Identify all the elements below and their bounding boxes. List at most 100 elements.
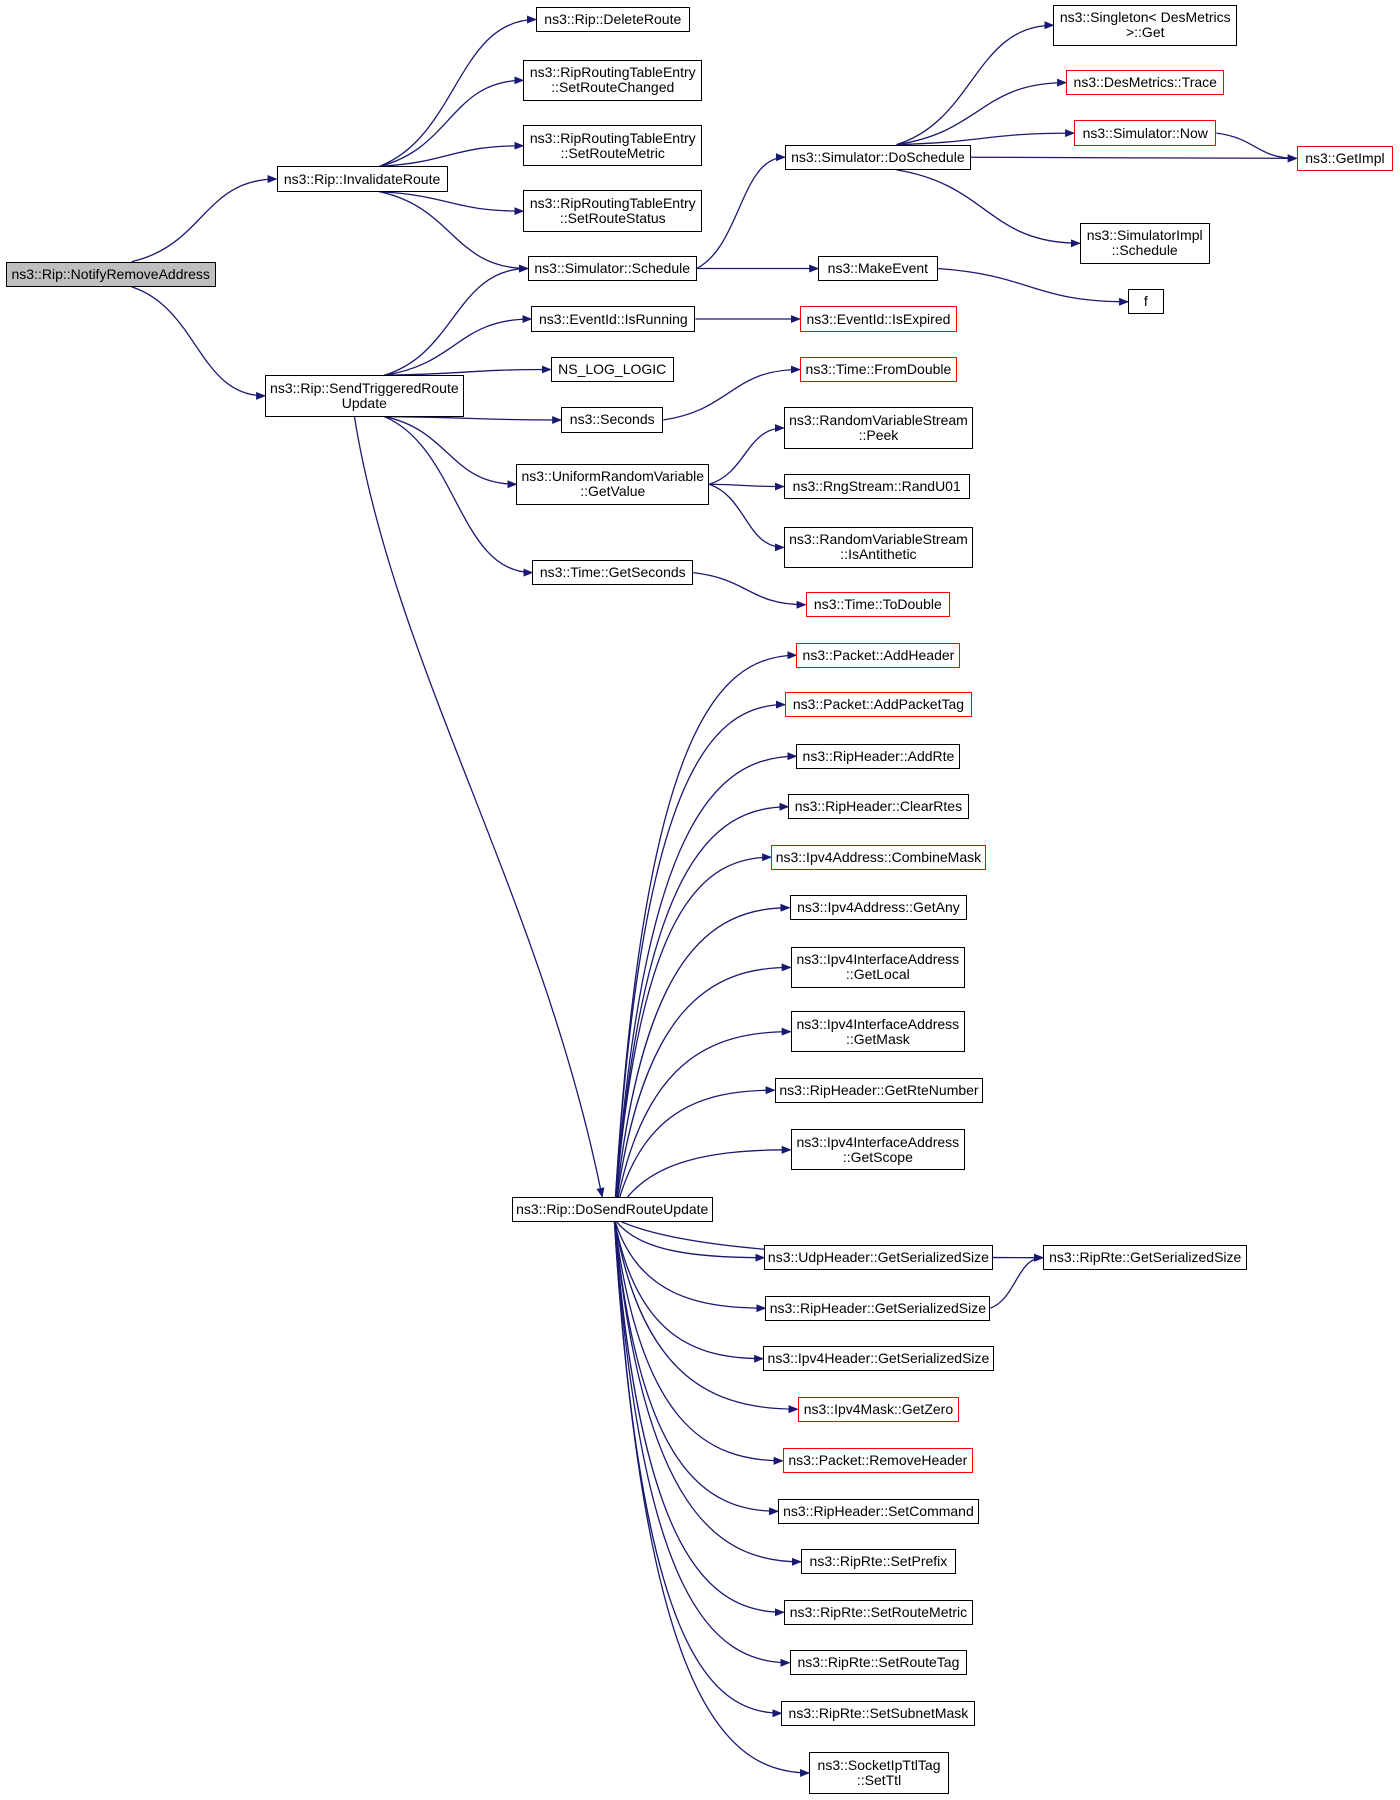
node-setroutetag[interactable]: ns3::RipRte::SetRouteTag xyxy=(789,1650,968,1676)
node-label: ns3::Ipv4InterfaceAddress xyxy=(796,951,960,968)
node-clearrtes[interactable]: ns3::RipHeader::ClearRtes xyxy=(788,794,969,820)
node-setcommand[interactable]: ns3::RipHeader::SetCommand xyxy=(778,1498,979,1524)
node-addpackettag[interactable]: ns3::Packet::AddPacketTag xyxy=(784,691,972,718)
edge-doschedule-to-simimpl xyxy=(896,169,1081,248)
node-seconds[interactable]: ns3::Seconds xyxy=(561,407,664,433)
node-fromdouble[interactable]: ns3::Time::FromDouble xyxy=(799,356,958,383)
node-label: ns3::RipRoutingTableEntry xyxy=(529,129,696,146)
node-setstatus[interactable]: ns3::RipRoutingTableEntry::SetRouteStatu… xyxy=(523,190,703,232)
node-schedule[interactable]: ns3::Simulator::Schedule xyxy=(527,255,697,282)
node-label: ::SetRouteChanged xyxy=(551,79,675,96)
node-udpsize[interactable]: ns3::UdpHeader::GetSerializedSize xyxy=(764,1245,993,1271)
node-label: ::GetMask xyxy=(845,1030,910,1047)
edge-getseconds-to-todouble xyxy=(693,571,807,609)
node-now[interactable]: ns3::Simulator::Now xyxy=(1074,120,1217,146)
node-label: ns3::SimulatorImpl xyxy=(1086,227,1203,244)
node-setroutemetric[interactable]: ns3::RipRte::SetRouteMetric xyxy=(783,1599,974,1625)
node-label: ns3::MakeEvent xyxy=(827,260,929,276)
node-riphdrsize[interactable]: ns3::RipHeader::GetSerializedSize xyxy=(765,1295,991,1321)
node-ripsersize[interactable]: ns3::RipRte::GetSerializedSize xyxy=(1043,1245,1248,1271)
node-getmask[interactable]: ns3::Ipv4InterfaceAddress::GetMask xyxy=(790,1010,966,1053)
edge-dosend-to-setroutemetric xyxy=(613,1218,785,1617)
node-label: ::SetRouteMetric xyxy=(560,144,665,161)
node-dosend[interactable]: ns3::Rip::DoSendRouteUpdate xyxy=(511,1196,713,1223)
node-setsubnetmask[interactable]: ns3::RipRte::SetSubnetMask xyxy=(781,1700,976,1726)
node-getimpl[interactable]: ns3::GetImpl xyxy=(1296,145,1394,171)
node-label: ns3::Time::ToDouble xyxy=(813,596,942,613)
node-setprefix[interactable]: ns3::RipRte::SetPrefix xyxy=(800,1549,956,1575)
node-setchanged[interactable]: ns3::RipRoutingTableEntry::SetRouteChang… xyxy=(523,59,703,101)
node-label: ns3::DesMetrics::Trace xyxy=(1073,74,1217,91)
edge-sendtrig-to-seconds xyxy=(384,415,563,424)
node-getany[interactable]: ns3::Ipv4Address::GetAny xyxy=(789,895,968,921)
node-getscope[interactable]: ns3::Ipv4InterfaceAddress::GetScope xyxy=(790,1129,966,1171)
node-label: ns3::RipHeader::ClearRtes xyxy=(794,798,963,815)
node-getlocal[interactable]: ns3::Ipv4InterfaceAddress::GetLocal xyxy=(790,946,966,989)
edge-dosend-to-getrtenumber xyxy=(613,1086,776,1219)
node-label: ns3::Time::FromDouble xyxy=(805,360,952,377)
node-label: ns3::Rip::SendTriggeredRoute xyxy=(270,379,459,396)
node-todouble[interactable]: ns3::Time::ToDouble xyxy=(805,592,951,618)
node-getseconds[interactable]: ns3::Time::GetSeconds xyxy=(532,560,694,586)
edge-invalidate-to-setchanged xyxy=(378,76,525,168)
node-randu01[interactable]: ns3::RngStream::RandU01 xyxy=(783,473,970,500)
node-label: ns3::Ipv4Header::GetSerializedSize xyxy=(767,1350,990,1367)
node-setttl[interactable]: ns3::SocketIpTtlTag::SetTtl xyxy=(809,1752,950,1794)
node-label: ns3::RipRte::SetSubnetMask xyxy=(788,1704,969,1721)
edge-seconds-to-fromdouble xyxy=(663,365,801,421)
node-addheader[interactable]: ns3::Packet::AddHeader xyxy=(796,642,961,668)
edge-sendtrig-to-dosend xyxy=(353,416,605,1198)
node-makeevent[interactable]: ns3::MakeEvent xyxy=(818,255,938,282)
node-ipv4hdrsize[interactable]: ns3::Ipv4Header::GetSerializedSize xyxy=(763,1346,994,1372)
node-removeheader[interactable]: ns3::Packet::RemoveHeader xyxy=(782,1448,974,1474)
node-isrunning[interactable]: ns3::EventId::IsRunning xyxy=(531,306,696,332)
node-label: ns3::Singleton< DesMetrics xyxy=(1059,9,1231,26)
node-isantithetic[interactable]: ns3::RandomVariableStream::IsAntithetic xyxy=(783,526,974,569)
edge-dosend-to-setprefix xyxy=(613,1218,802,1566)
edge-dosend-to-combinemask xyxy=(613,853,773,1219)
node-invalidate[interactable]: ns3::Rip::InvalidateRoute xyxy=(276,166,448,192)
node-label: ns3::Rip::InvalidateRoute xyxy=(283,170,441,187)
node-nslog[interactable]: NS_LOG_LOGIC xyxy=(550,356,674,383)
node-getzero[interactable]: ns3::Ipv4Mask::GetZero xyxy=(797,1396,960,1422)
node-label: ::GetLocal xyxy=(845,966,910,983)
node-label: ns3::EventId::IsRunning xyxy=(539,310,688,327)
node-f[interactable]: f xyxy=(1128,289,1164,315)
edge-dosend-to-setroutetag xyxy=(613,1218,791,1667)
edge-riphdrsize-to-ripsersize xyxy=(990,1253,1045,1309)
edge-invalidate-to-setstatus xyxy=(379,190,525,216)
node-label: ns3::RipRte::SetRouteTag xyxy=(797,1654,960,1671)
edge-doschedule-to-getimpl xyxy=(970,154,1298,163)
node-label: ns3::Ipv4InterfaceAddress xyxy=(796,1015,960,1032)
node-getrtenumber[interactable]: ns3::RipHeader::GetRteNumber xyxy=(774,1077,984,1103)
edge-notify-to-sendtrig xyxy=(131,286,267,400)
node-label: ::SetTtl xyxy=(856,1771,902,1788)
node-label: ns3::Simulator::Schedule xyxy=(534,260,691,276)
edge-sendtrig-to-getvalue xyxy=(384,415,518,489)
node-label: ns3::RipRoutingTableEntry xyxy=(529,195,696,212)
node-trace[interactable]: ns3::DesMetrics::Trace xyxy=(1066,70,1225,96)
node-peek[interactable]: ns3::RandomVariableStream::Peek xyxy=(783,407,974,449)
edge-dosend-to-clearrtes xyxy=(613,802,790,1219)
node-label: ns3::RipRte::SetPrefix xyxy=(809,1553,948,1570)
node-isexpired[interactable]: ns3::EventId::IsExpired xyxy=(799,306,958,332)
node-combinemask[interactable]: ns3::Ipv4Address::CombineMask xyxy=(771,844,986,870)
node-label: ::SetRouteStatus xyxy=(559,210,666,227)
node-singleton[interactable]: ns3::Singleton< DesMetrics >::Get xyxy=(1053,4,1238,46)
node-label: ::IsAntithetic xyxy=(840,546,917,563)
node-setmetric-rte[interactable]: ns3::RipRoutingTableEntry::SetRouteMetri… xyxy=(523,125,703,167)
node-label: ns3::Ipv4Mask::GetZero xyxy=(803,1400,954,1417)
node-delete[interactable]: ns3::Rip::DeleteRoute xyxy=(535,6,690,33)
node-addrte[interactable]: ns3::RipHeader::AddRte xyxy=(796,743,961,769)
node-label: ns3::UniformRandomVariable xyxy=(521,468,705,485)
edge-makeevent-to-f xyxy=(937,267,1130,306)
node-label: NS_LOG_LOGIC xyxy=(558,360,667,377)
node-getvalue[interactable]: ns3::UniformRandomVariable::GetValue xyxy=(516,463,710,505)
node-label: ns3::Ipv4InterfaceAddress xyxy=(796,1133,960,1150)
node-doschedule[interactable]: ns3::Simulator::DoSchedule xyxy=(784,144,971,170)
edge-getvalue-to-randu01 xyxy=(709,482,785,491)
edge-dosend-to-ipv4hdrsize xyxy=(613,1218,765,1363)
node-simimpl[interactable]: ns3::SimulatorImpl::Schedule xyxy=(1079,222,1210,264)
